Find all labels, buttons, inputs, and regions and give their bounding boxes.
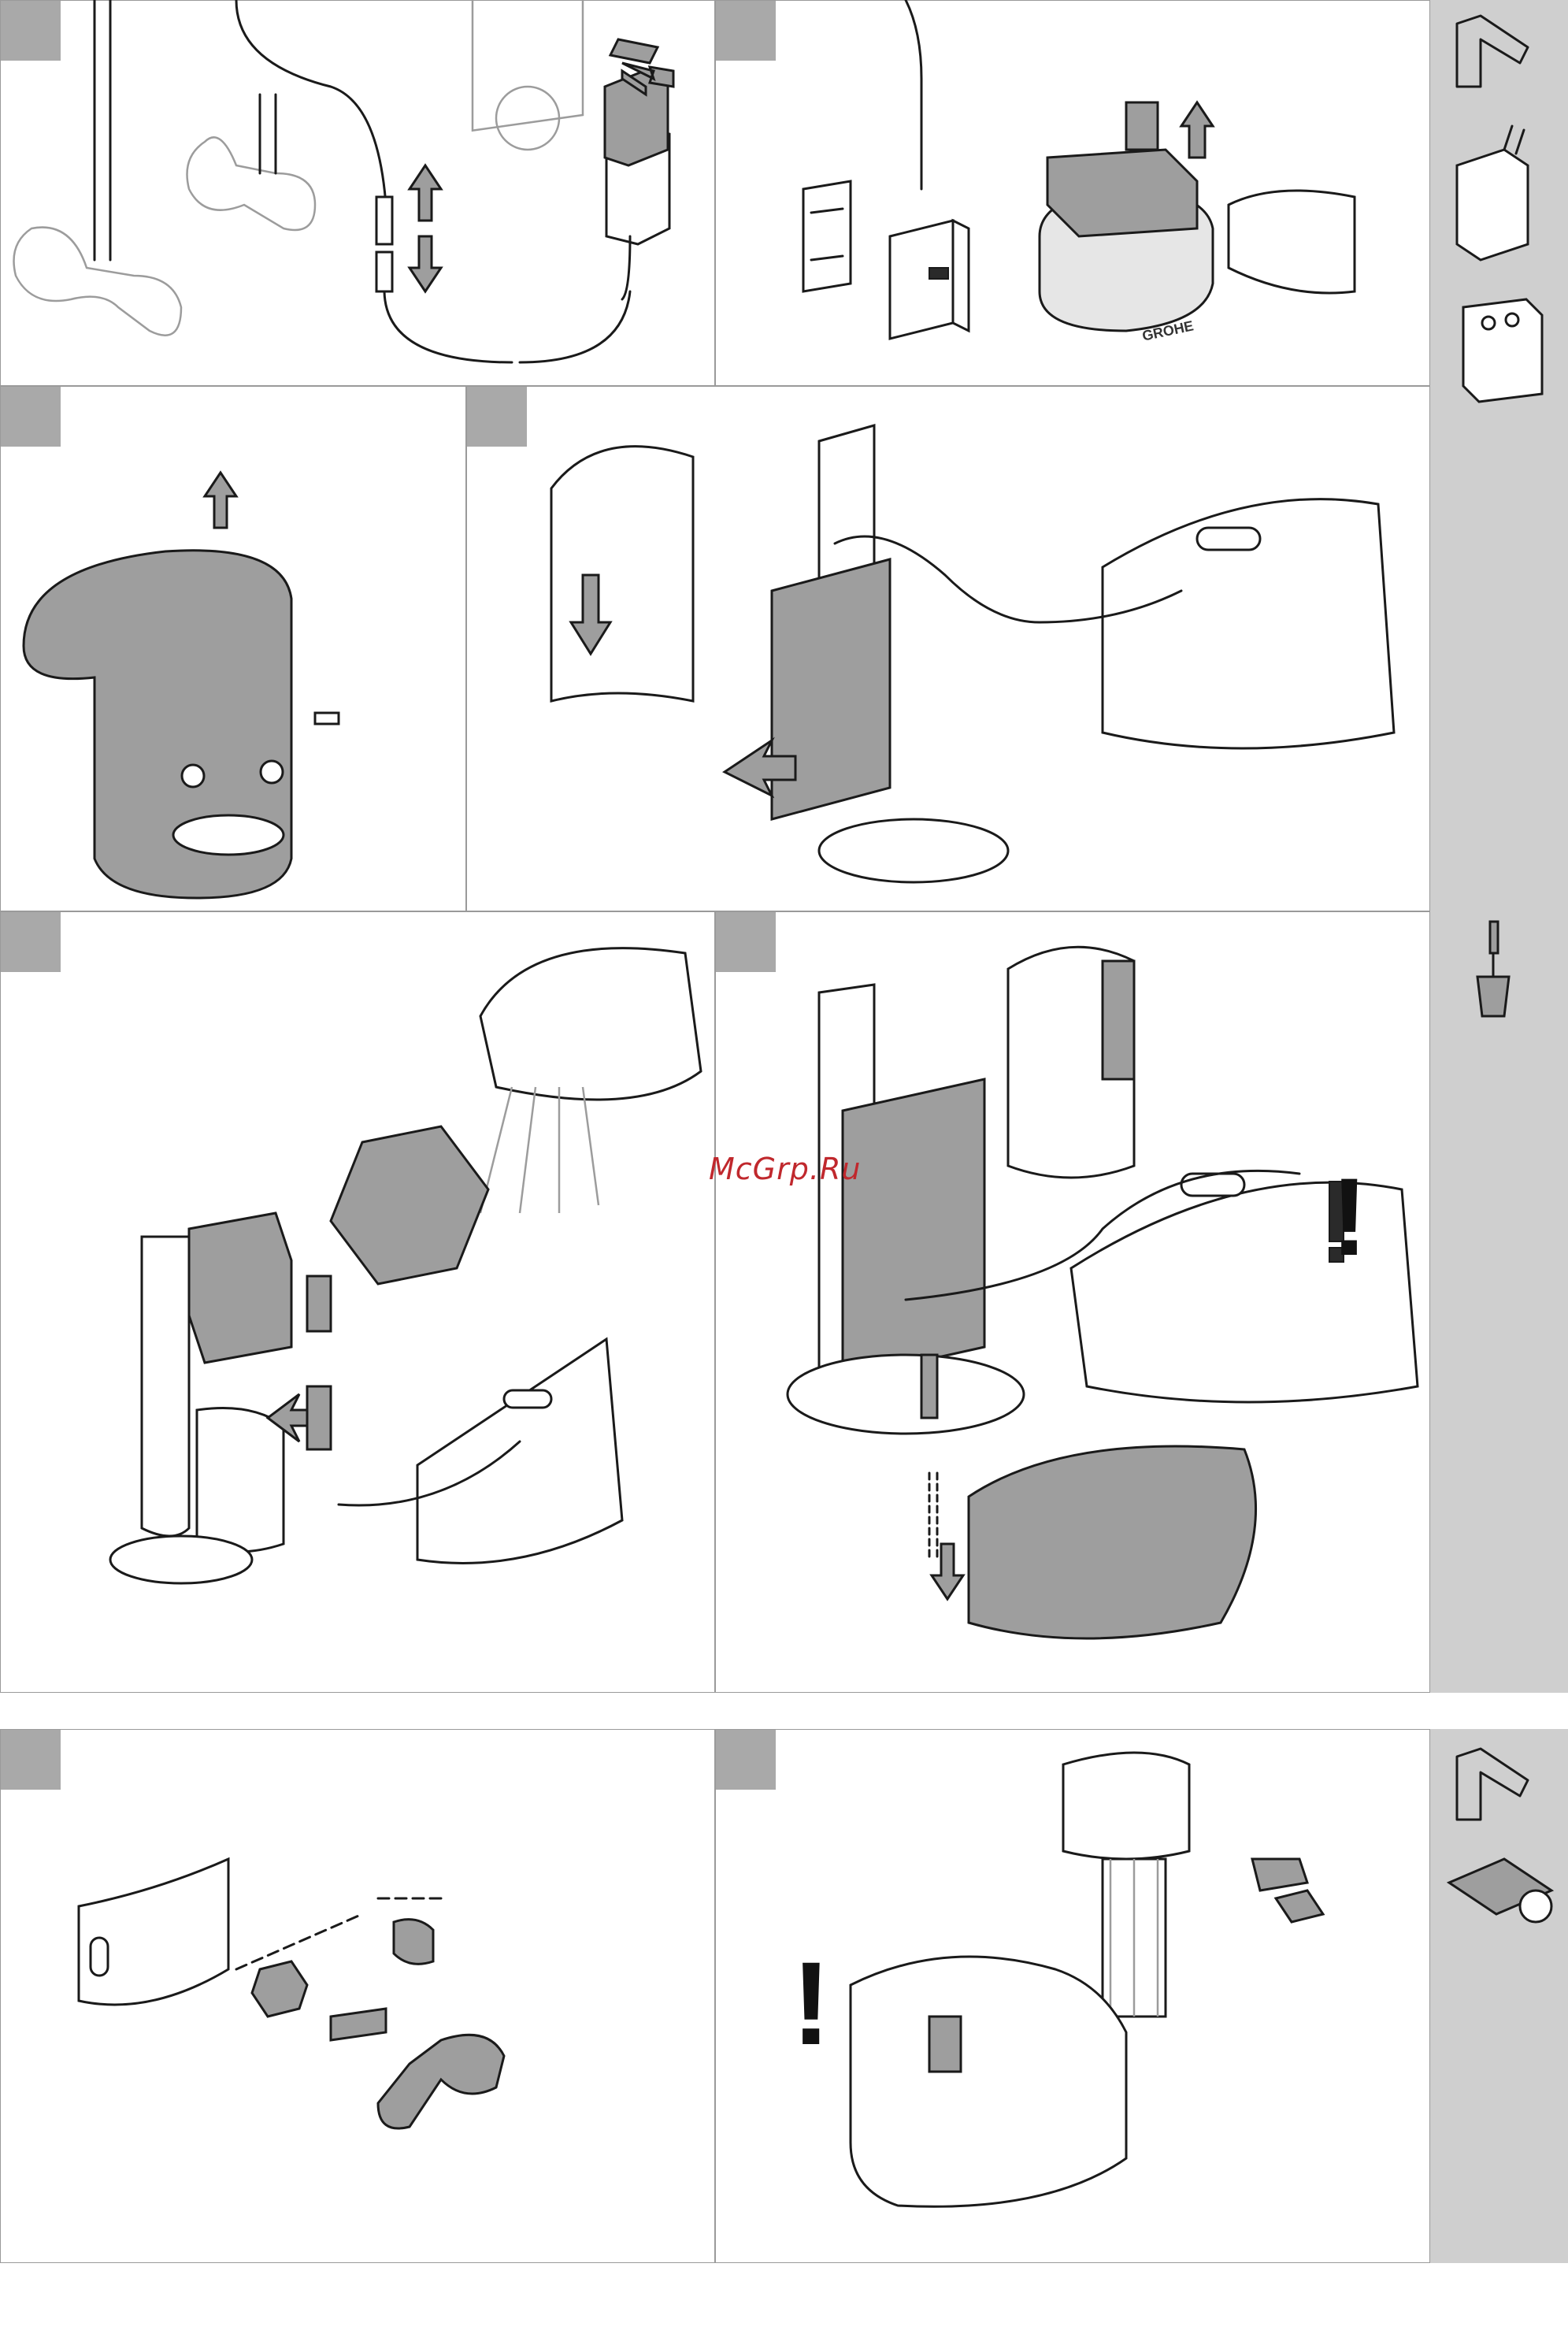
hex-key-icon: [1457, 16, 1528, 87]
reassembly-illustration: [788, 947, 1418, 1638]
faucet-spray-illustration: [480, 948, 701, 1213]
watermark: McGrp.Ru: [709, 1152, 861, 1186]
cover-disassembly-illustration: [551, 425, 1394, 882]
warning-mark: !: [791, 1944, 831, 2062]
cartridge-icon: [1449, 1859, 1551, 1922]
hex-key-icon: [1457, 1749, 1528, 1820]
battery-pack-icon: [1463, 299, 1542, 402]
power-adapter-icon: [1457, 126, 1528, 260]
cover-shell-illustration: [339, 1339, 622, 1563]
mounting-bracket-illustration: [803, 181, 851, 291]
sensor-cable-icon: [1477, 922, 1509, 1016]
control-box-illustration: [890, 0, 969, 339]
warning-mark: !: [1331, 1162, 1368, 1272]
wall-socket-illustration: [473, 0, 583, 150]
basin-installation-illustration: [851, 1753, 1323, 2206]
battery-module-illustration: [1040, 102, 1355, 331]
angle-valves-illustration: [14, 0, 387, 336]
hose-coupling-arrows: [376, 165, 630, 362]
faucet-illustration: [24, 473, 339, 898]
lever-assembly-illustration: [79, 1859, 504, 2128]
